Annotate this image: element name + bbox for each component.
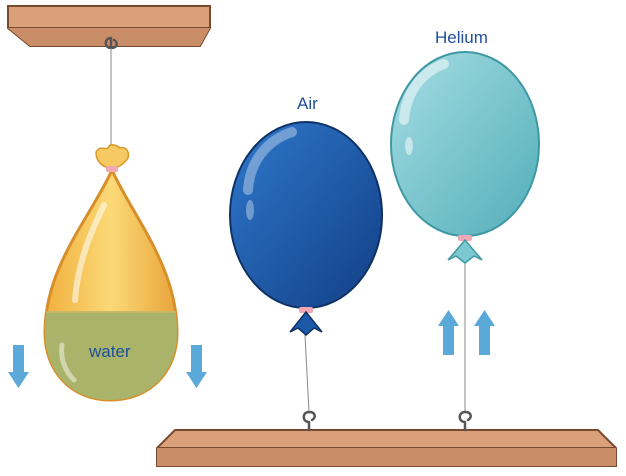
air-balloon-string <box>304 334 310 413</box>
arrow-up-icon <box>438 310 459 355</box>
hook-icon <box>302 410 316 432</box>
water-bag <box>43 144 179 402</box>
arrow-up-icon <box>474 310 495 355</box>
bottom-shelf <box>156 429 617 467</box>
arrow-down-icon <box>8 345 29 388</box>
air-label: Air <box>297 94 318 113</box>
air-balloon <box>229 121 383 336</box>
hook-icon <box>458 410 472 432</box>
hook-icon <box>104 36 118 150</box>
water-label: water <box>89 342 131 361</box>
arrow-down-icon <box>186 345 207 388</box>
helium-balloon <box>390 51 540 264</box>
top-shelf <box>7 5 211 47</box>
helium-label: Helium <box>435 28 488 47</box>
